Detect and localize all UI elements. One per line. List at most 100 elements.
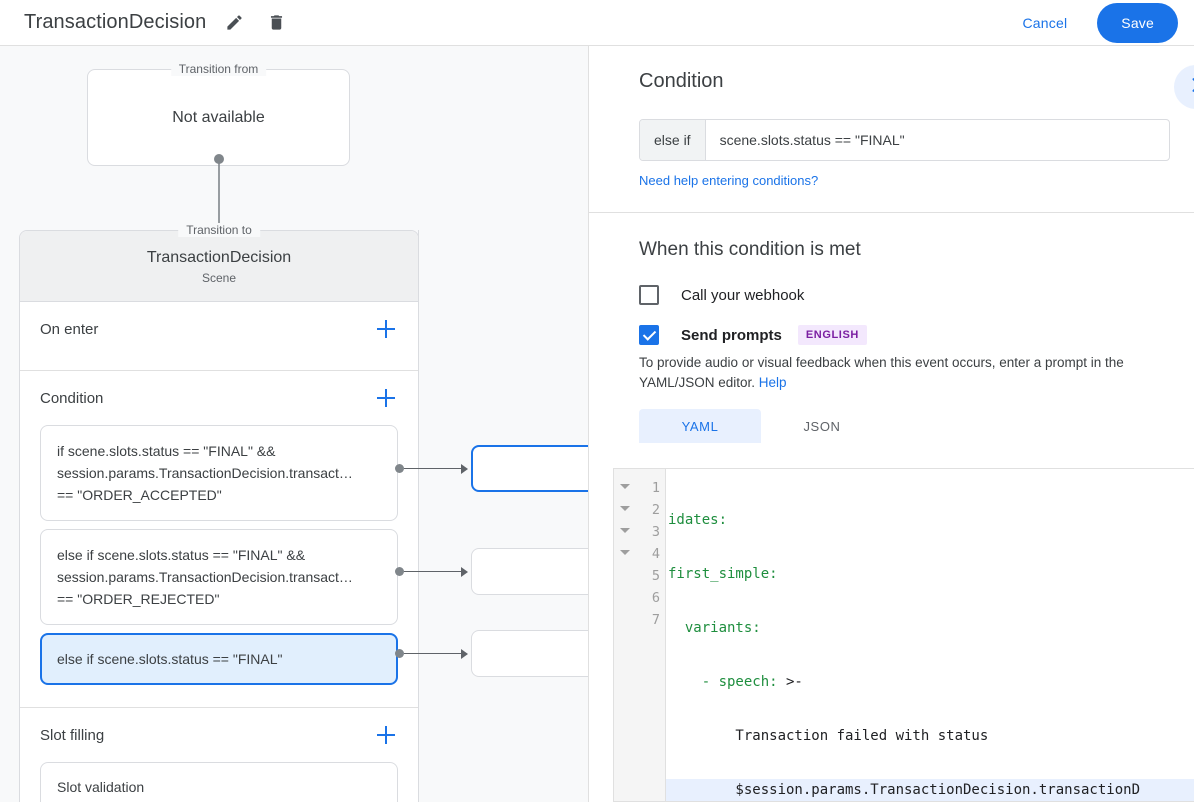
pencil-icon <box>225 13 244 32</box>
condition-card-line: == "ORDER_ACCEPTED" <box>57 487 222 503</box>
section-header: On enter <box>40 302 398 356</box>
code-line-highlighted: $session.params.TransactionDecision.tran… <box>666 779 1194 801</box>
condition-editor-row: else if <box>639 119 1170 161</box>
header-actions: Cancel Save <box>1011 2 1194 43</box>
cancel-button[interactable]: Cancel <box>1011 6 1080 40</box>
condition-card[interactable]: else if scene.slots.status == "FINAL" &&… <box>40 529 398 625</box>
line-number: 1 <box>651 480 660 496</box>
section-label-condition: Condition <box>40 389 104 407</box>
add-on-enter-button[interactable] <box>374 317 398 341</box>
tab-yaml[interactable]: YAML <box>639 409 761 443</box>
transition-to-subtitle: Scene <box>201 271 237 285</box>
connector-line <box>404 571 462 572</box>
gutter-line: 1 <box>614 477 665 499</box>
section-label-on-enter: On enter <box>40 320 99 338</box>
add-slot-filling-button[interactable] <box>374 723 398 747</box>
line-number: 6 <box>651 590 660 606</box>
condition-card[interactable]: if scene.slots.status == "FINAL" && sess… <box>40 425 398 521</box>
add-condition-button[interactable] <box>374 386 398 410</box>
handler-box[interactable] <box>471 445 588 492</box>
code-token-rest: >- <box>777 674 803 690</box>
chevron-right-icon <box>1186 75 1194 100</box>
fold-arrow-icon[interactable] <box>620 484 630 489</box>
condition-card-line: session.params.TransactionDecision.trans… <box>57 569 353 585</box>
gutter-line: 2 <box>614 499 665 521</box>
save-button[interactable]: Save <box>1097 2 1178 43</box>
scene-card: Transition to TransactionDecision Scene … <box>19 223 419 802</box>
section-label-slot-filling: Slot filling <box>40 726 105 744</box>
code-line: - speech: >- <box>666 671 1194 693</box>
fold-arrow-icon[interactable] <box>620 528 630 533</box>
transition-from-value: Not available <box>172 108 265 126</box>
connector-dot <box>395 464 404 473</box>
condition-help-link[interactable]: Need help entering conditions? <box>639 173 819 188</box>
prompt-description: To provide audio or visual feedback when… <box>639 353 1170 393</box>
condition-expression-input[interactable] <box>705 120 1169 160</box>
fold-arrow-icon[interactable] <box>620 506 630 511</box>
slot-validation-card[interactable]: Slot validation <box>40 762 398 802</box>
page-title: TransactionDecision <box>24 11 207 33</box>
connector-line <box>404 468 462 469</box>
gutter-line: 6 <box>614 587 665 609</box>
transition-from-card[interactable]: Transition from Not available <box>87 62 350 166</box>
connector-line <box>404 653 462 654</box>
expand-panel-button[interactable] <box>1174 65 1194 109</box>
fold-arrow-icon[interactable] <box>620 550 630 555</box>
when-condition-met-title: When this condition is met <box>639 239 861 260</box>
send-prompts-checkbox[interactable] <box>639 325 659 345</box>
editor-code-area[interactable]: idates: first_simple: variants: - speech… <box>666 469 1194 801</box>
gutter-line: 3 <box>614 521 665 543</box>
section-on-enter: On enter <box>20 302 418 371</box>
condition-card-line: session.params.TransactionDecision.trans… <box>57 465 353 481</box>
code-line: idates: <box>666 509 1194 531</box>
gutter-line: 5 <box>614 565 665 587</box>
code-token-key: variants: <box>668 620 761 636</box>
panel-condition-section: Condition else if Need help entering con… <box>589 46 1194 213</box>
gutter-line: 7 <box>614 609 665 631</box>
connector-arrow <box>461 567 468 577</box>
trash-icon <box>267 13 286 32</box>
prompt-help-link[interactable]: Help <box>758 375 787 390</box>
line-number: 5 <box>651 568 660 584</box>
transition-to-title: TransactionDecision <box>146 249 292 266</box>
condition-card-selected[interactable]: else if scene.slots.status == "FINAL" <box>40 633 398 685</box>
transition-to-card[interactable]: Transition to TransactionDecision Scene <box>20 223 418 302</box>
prompt-code-editor[interactable]: 1 2 3 4 5 6 7 idates: first_simple: vari… <box>613 468 1194 802</box>
gutter-line: 4 <box>614 543 665 565</box>
code-token-rest: Transaction failed with status <box>668 728 989 744</box>
connector-dot <box>395 567 404 576</box>
condition-card-line: == "ORDER_REJECTED" <box>57 591 220 607</box>
code-line: Transaction failed with status <box>666 725 1194 747</box>
edit-title-button[interactable] <box>220 9 248 37</box>
condition-prefix-label: else if <box>640 120 706 160</box>
code-token-key: - speech: <box>668 674 778 690</box>
line-number: 7 <box>651 612 660 628</box>
delete-button[interactable] <box>262 9 290 37</box>
tab-json[interactable]: JSON <box>803 418 841 434</box>
condition-details-panel: Condition else if Need help entering con… <box>588 46 1194 802</box>
transition-to-legend: Transition to <box>178 223 260 237</box>
condition-card-line: else if scene.slots.status == "FINAL" <box>57 651 283 667</box>
condition-card-line: else if scene.slots.status == "FINAL" && <box>57 547 306 563</box>
section-header: Slot filling <box>40 708 398 762</box>
section-slot-filling: Slot filling Slot validation <box>20 708 418 802</box>
transition-from-legend: Transition from <box>170 62 267 76</box>
code-line: variants: <box>666 617 1194 639</box>
handler-box[interactable] <box>471 548 588 595</box>
code-token-key: idates: <box>668 512 728 528</box>
line-number: 4 <box>651 546 660 562</box>
scene-flow-canvas[interactable]: Transition from Not available Transition… <box>0 46 588 802</box>
editor-format-tabs: YAML JSON <box>639 409 1170 443</box>
handler-box[interactable] <box>471 630 588 677</box>
code-line: first_simple: <box>666 563 1194 585</box>
send-prompts-label: Send prompts <box>681 326 782 344</box>
editor-gutter: 1 2 3 4 5 6 7 <box>614 469 666 801</box>
panel-when-met-section: When this condition is met Call your web… <box>589 213 1194 443</box>
send-prompts-row: Send prompts ENGLISH <box>639 325 1170 345</box>
condition-card-line: if scene.slots.status == "FINAL" && <box>57 443 276 459</box>
call-webhook-checkbox[interactable] <box>639 285 659 305</box>
webhook-row: Call your webhook <box>639 285 1170 305</box>
connector-arrow <box>461 464 468 474</box>
code-token-rest: $session.params.TransactionDecision.tran… <box>668 782 1141 798</box>
code-token-key: first_simple: <box>668 566 778 582</box>
